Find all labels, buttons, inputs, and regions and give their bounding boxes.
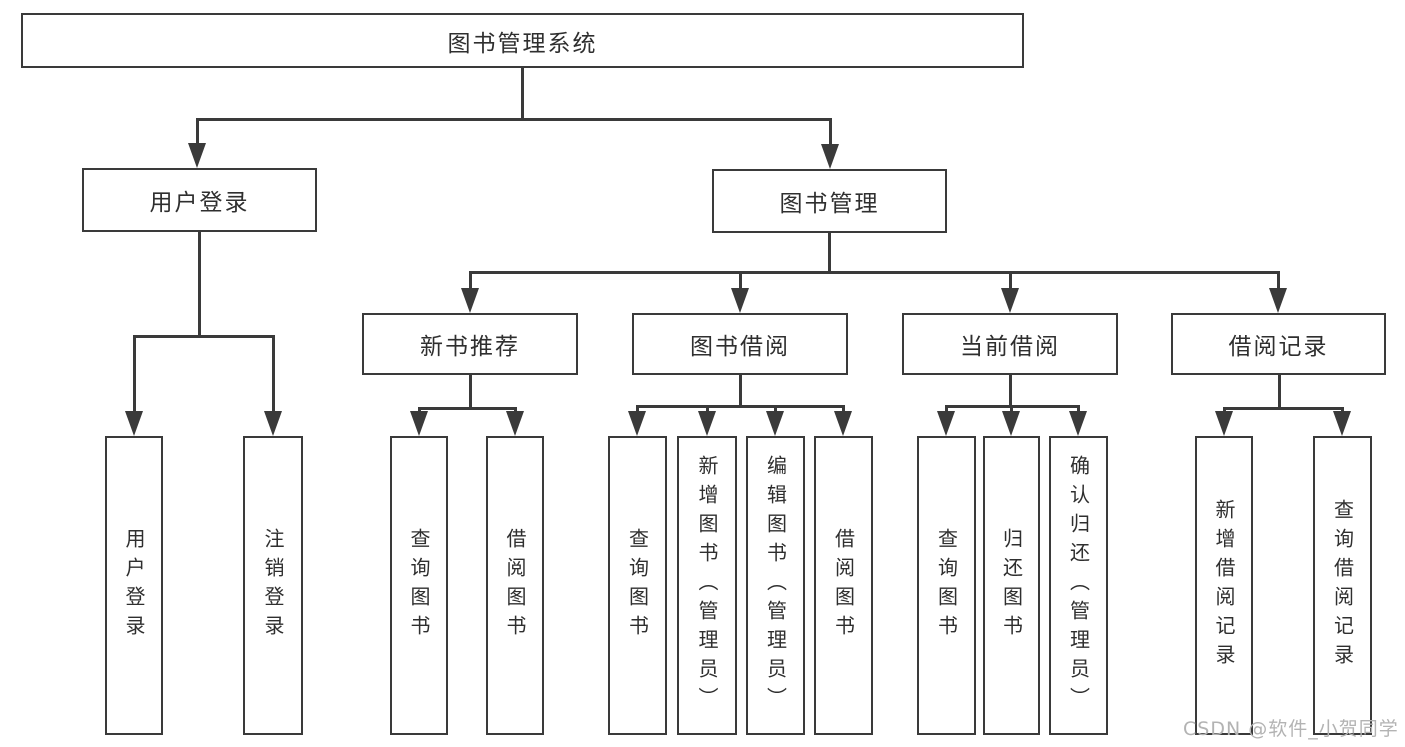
arrow-down-icon	[461, 288, 479, 313]
leaf-label: 查询借阅记录	[1330, 498, 1355, 673]
arrow-down-icon	[506, 411, 524, 436]
connector-stem	[469, 375, 472, 410]
connector-stem	[1278, 375, 1281, 410]
leaf-nb-borrow-books: 借阅图书	[486, 436, 544, 735]
node-label: 图书管理	[779, 191, 880, 217]
connector-drop	[469, 271, 472, 288]
leaf-cb-confirm-return-admin: 确认归还（管理员）	[1049, 436, 1108, 735]
node-label: 新书推荐	[420, 334, 520, 360]
leaf-bb-add-books-admin: 新增图书（管理员）	[677, 436, 737, 735]
connector-bar	[636, 405, 845, 408]
arrow-down-icon	[1069, 411, 1087, 436]
arrow-down-icon	[1269, 288, 1287, 313]
connector-drop	[1077, 405, 1080, 413]
connector-drop	[196, 118, 199, 143]
leaf-bb-query-books: 查询图书	[608, 436, 667, 735]
connector-drop	[739, 271, 742, 288]
leaf-label: 注销登录	[261, 527, 285, 644]
connector-bar	[133, 335, 275, 338]
root-node: 图书管理系统	[21, 13, 1024, 68]
leaf-label: 新增图书（管理员）	[695, 455, 719, 716]
leaf-label: 归还图书	[999, 527, 1024, 644]
connector-drop	[1010, 405, 1013, 413]
connector-bar	[1223, 407, 1344, 410]
node-book-borrowing: 图书借阅	[632, 313, 848, 375]
leaf-bb-borrow-books: 借阅图书	[814, 436, 873, 735]
node-current-borrowing: 当前借阅	[902, 313, 1118, 375]
leaf-logout: 注销登录	[243, 436, 303, 735]
arrow-down-icon	[410, 411, 428, 436]
connector-bar	[196, 118, 832, 121]
connector-drop	[272, 335, 275, 411]
arrow-down-icon	[821, 144, 839, 169]
arrow-down-icon	[1002, 411, 1020, 436]
connector-drop	[945, 405, 948, 413]
leaf-label: 查询图书	[625, 527, 650, 644]
node-user-login: 用户登录	[82, 168, 317, 232]
connector-bar	[469, 271, 1280, 274]
watermark: CSDN @软件_小贺同学	[1183, 718, 1399, 740]
connector-stem	[828, 233, 831, 274]
connector-stem	[198, 232, 201, 338]
leaf-cb-query-books: 查询图书	[917, 436, 976, 735]
arrow-down-icon	[628, 411, 646, 436]
leaf-label: 编辑图书（管理员）	[763, 455, 788, 716]
connector-stem	[1009, 375, 1012, 408]
connector-drop	[133, 335, 136, 411]
arrow-down-icon	[264, 411, 282, 436]
leaf-label: 新增借阅记录	[1212, 498, 1236, 673]
connector-drop	[774, 405, 777, 413]
leaf-label: 借阅图书	[831, 527, 856, 644]
leaf-label: 查询图书	[934, 527, 959, 644]
arrow-down-icon	[834, 411, 852, 436]
connector-drop	[829, 118, 832, 144]
arrow-down-icon	[1333, 411, 1351, 436]
leaf-label: 借阅图书	[503, 527, 527, 644]
node-book-management: 图书管理	[712, 169, 947, 233]
node-borrow-records: 借阅记录	[1171, 313, 1386, 375]
arrow-down-icon	[1215, 411, 1233, 436]
arrow-down-icon	[731, 288, 749, 313]
connector-drop	[1277, 271, 1280, 288]
arrow-down-icon	[1001, 288, 1019, 313]
connector-bar	[418, 407, 517, 410]
leaf-nb-query-books: 查询图书	[390, 436, 448, 735]
connector-stem	[521, 68, 524, 121]
connector-stem	[739, 375, 742, 408]
leaf-br-query-record: 查询借阅记录	[1313, 436, 1372, 735]
arrow-down-icon	[188, 143, 206, 168]
node-label: 当前借阅	[960, 334, 1060, 360]
leaf-br-add-record: 新增借阅记录	[1195, 436, 1253, 735]
leaf-label: 确认归还（管理员）	[1066, 455, 1091, 716]
leaf-user-login: 用户登录	[105, 436, 163, 735]
connector-drop	[1009, 271, 1012, 288]
arrow-down-icon	[766, 411, 784, 436]
leaf-cb-return-books: 归还图书	[983, 436, 1040, 735]
leaf-label: 查询图书	[407, 527, 431, 644]
connector-drop	[636, 405, 639, 413]
node-label: 图书管理系统	[447, 30, 598, 57]
connector-drop	[706, 405, 709, 413]
node-new-book-recommend: 新书推荐	[362, 313, 578, 375]
arrow-down-icon	[698, 411, 716, 436]
arrow-down-icon	[125, 411, 143, 436]
leaf-label: 用户登录	[122, 527, 146, 644]
node-label: 用户登录	[149, 190, 250, 216]
arrow-down-icon	[937, 411, 955, 436]
connector-drop	[842, 405, 845, 413]
leaf-bb-edit-books-admin: 编辑图书（管理员）	[746, 436, 805, 735]
node-label: 借阅记录	[1228, 334, 1329, 360]
node-label: 图书借阅	[690, 334, 790, 360]
